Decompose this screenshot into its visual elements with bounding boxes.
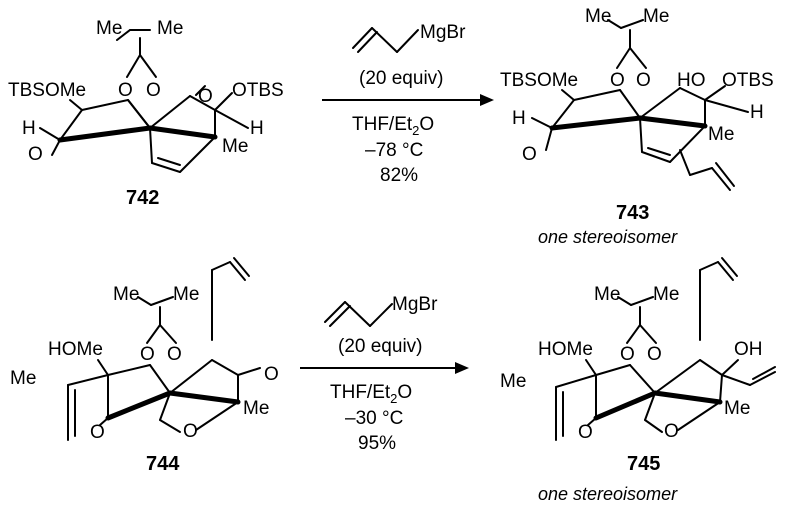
- ketone-oxygen-label: O: [264, 364, 279, 385]
- reagent-label: MgBr: [420, 22, 466, 43]
- oxygen-label: O: [620, 344, 635, 365]
- ketone-oxygen-label: O: [522, 144, 537, 165]
- reaction-arrow-1: MgBr (20 equiv) THF/Et2O –78 °C 82%: [322, 22, 494, 186]
- methyl-label: Me: [96, 18, 122, 39]
- oxygen-label: O: [647, 344, 662, 365]
- methyl-label: Me: [113, 284, 139, 305]
- yield-label: 82%: [380, 165, 418, 186]
- temperature-label: –78 °C: [365, 140, 423, 161]
- methyl-label: Me: [594, 284, 620, 305]
- compound-744: Me Me O O HOMe Me O O O Me 744: [10, 257, 279, 475]
- oxygen-label: O: [636, 70, 651, 91]
- hydrogen-label: H: [22, 118, 36, 139]
- compound-744-id: 744: [146, 453, 180, 475]
- ether-oxygen-label: O: [183, 421, 198, 442]
- methyl-label: Me: [222, 136, 248, 157]
- hydrogen-label: H: [250, 118, 264, 139]
- compound-745-id: 745: [627, 453, 660, 475]
- reagent-equiv-label: (20 equiv): [338, 336, 423, 357]
- solvent-label: THF/Et2O: [352, 114, 434, 138]
- methyl-label: Me: [500, 371, 526, 392]
- homo-label: HOMe: [538, 339, 593, 360]
- oxygen-label: O: [610, 70, 625, 91]
- compound-745: Me Me O O HOMe Me OH O O Me: [500, 257, 776, 504]
- hydroxyl-label: HO: [677, 70, 706, 91]
- tbsome-label: TBSOMe: [8, 80, 86, 101]
- methyl-label: Me: [724, 398, 750, 419]
- ketone-oxygen-label: O: [28, 144, 43, 165]
- hydrogen-label: H: [512, 108, 526, 129]
- stereo-note: one stereoisomer: [538, 227, 678, 247]
- methyl-label: Me: [173, 284, 199, 305]
- ketone-oxygen-label: O: [578, 422, 593, 443]
- temperature-label: –30 °C: [345, 408, 403, 429]
- methyl-label: Me: [10, 368, 36, 389]
- reaction-arrow-2: MgBr (20 equiv) THF/Et2O –30 °C 95%: [300, 294, 469, 454]
- methyl-label: Me: [643, 6, 669, 27]
- hydroxyl-label: OH: [734, 339, 763, 360]
- reagent-equiv-label: (20 equiv): [359, 68, 444, 89]
- compound-742: Me Me O O TBSOMe OTBS O H H O Me 742: [8, 18, 284, 209]
- compound-743: Me Me O O TBSOMe HO OTBS H H O Me 74: [500, 6, 774, 247]
- reagent-label: MgBr: [392, 294, 438, 315]
- methyl-label: Me: [243, 398, 269, 419]
- compound-743-id: 743: [616, 202, 649, 224]
- compound-742-id: 742: [126, 187, 159, 209]
- methyl-label: Me: [708, 124, 734, 145]
- hydrogen-label: H: [750, 102, 764, 123]
- ether-oxygen-label: O: [664, 421, 679, 442]
- homo-label: HOMe: [48, 339, 103, 360]
- yield-label: 95%: [358, 433, 396, 454]
- stereo-note: one stereoisomer: [538, 484, 678, 504]
- otbs-label: OTBS: [722, 70, 774, 91]
- oxygen-label: O: [146, 80, 161, 101]
- solvent-label: THF/Et2O: [330, 382, 412, 406]
- methyl-label: Me: [157, 18, 183, 39]
- oxygen-label: O: [140, 344, 155, 365]
- tbsome-label: TBSOMe: [500, 70, 578, 91]
- otbs-label: OTBS: [232, 80, 284, 101]
- methyl-label: Me: [585, 6, 611, 27]
- oxygen-label: O: [167, 344, 182, 365]
- ketone-oxygen-label: O: [90, 422, 105, 443]
- oxygen-label: O: [118, 80, 133, 101]
- methyl-label: Me: [653, 284, 679, 305]
